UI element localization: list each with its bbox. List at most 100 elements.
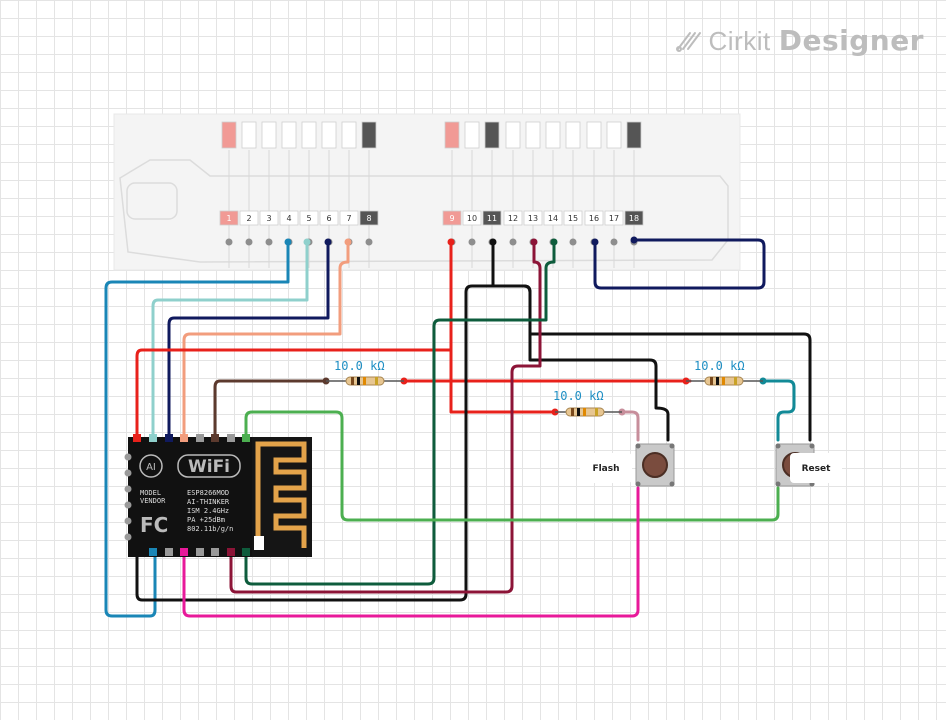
- header-pin-number: 11: [487, 214, 497, 223]
- module-line-5: 802.11b/g/n: [187, 525, 233, 533]
- module-pin-bottom[interactable]: [165, 548, 173, 556]
- header-pin-number: 12: [508, 214, 518, 223]
- module-pin-top[interactable]: [211, 434, 219, 442]
- resistor-r3[interactable]: 10.0 kΩ: [686, 359, 763, 386]
- header-pin-number: 7: [346, 214, 351, 223]
- module-line-3: ISM 2.4GHz: [187, 507, 229, 515]
- header-pin-number: 4: [286, 214, 291, 223]
- header-pin-number: 13: [528, 214, 538, 223]
- module-pin-side[interactable]: [124, 469, 132, 477]
- header-pin-17[interactable]: 17: [604, 121, 624, 268]
- module-line-4: PA +25dBm: [187, 516, 225, 524]
- wire-endpoint-dot: [550, 238, 558, 246]
- wire-endpoint-dot: [530, 238, 538, 246]
- wire-endpoint-dot: [630, 236, 638, 244]
- header-pin-3[interactable]: 3: [259, 121, 279, 268]
- wire-pink[interactable]: [182, 486, 640, 618]
- wire-pin13-maroon[interactable]: [229, 240, 542, 594]
- resistor-r2-label: 10.0 kΩ: [553, 389, 604, 403]
- brand-prefix: Cirkit: [708, 26, 771, 56]
- wire-red-branch2[interactable]: [449, 379, 557, 414]
- module-pin-side[interactable]: [124, 517, 132, 525]
- header-pin-18[interactable]: 18: [624, 121, 644, 268]
- module-pin-side[interactable]: [124, 453, 132, 461]
- module-pin-bottom[interactable]: [242, 548, 250, 556]
- wire-brown[interactable]: [213, 379, 328, 440]
- module-pin-side[interactable]: [124, 485, 132, 493]
- esp8266-module[interactable]: AI WiFi MODEL VENDOR FC ESP8266MOD AI-TH…: [124, 434, 313, 557]
- header-pin-1[interactable]: 1: [219, 121, 239, 268]
- header-pin-12[interactable]: 12: [503, 121, 523, 268]
- module-pin-bottom[interactable]: [211, 548, 219, 556]
- resistor-r2[interactable]: 10.0 kΩ: [553, 389, 622, 417]
- wire-pin11-black-b[interactable]: [491, 284, 670, 442]
- resistor-r1[interactable]: 10.0 kΩ: [326, 359, 404, 386]
- wire-endpoint-dot: [284, 238, 292, 246]
- wifi-logo-text: WiFi: [188, 457, 230, 477]
- header-pin-15[interactable]: 15: [563, 121, 583, 268]
- header-pin-number: 18: [629, 214, 639, 223]
- module-pin-bottom[interactable]: [227, 548, 235, 556]
- module-pin-side[interactable]: [124, 501, 132, 509]
- module-pin-bottom[interactable]: [149, 548, 157, 556]
- module-pin-bottom[interactable]: [196, 548, 204, 556]
- wire-pin11-black[interactable]: [135, 240, 495, 602]
- module-pins: [124, 434, 250, 556]
- resistor-r3-label: 10.0 kΩ: [694, 359, 745, 373]
- wire-cyan[interactable]: [761, 379, 796, 442]
- header-pin-number: 9: [449, 214, 454, 223]
- header-pin-number: 2: [246, 214, 251, 223]
- header-pin-number: 5: [306, 214, 311, 223]
- ai-logo-text: AI: [146, 462, 156, 473]
- fc-logo-text: FC: [140, 513, 168, 537]
- reset-button-label: Reset: [802, 464, 831, 474]
- header-pin-number: 16: [589, 214, 599, 223]
- ai-logo-icon: [139, 454, 163, 478]
- module-pin-top[interactable]: [133, 434, 141, 442]
- wire-endpoint-dot: [447, 238, 455, 246]
- header-pin-10[interactable]: 10: [462, 121, 482, 268]
- wire-mauve[interactable]: [620, 410, 640, 442]
- header-pin-number: 3: [266, 214, 271, 223]
- module-pin-bottom[interactable]: [180, 548, 188, 556]
- wire-pin6-navy[interactable]: [167, 240, 330, 440]
- module-vendor-label: VENDOR: [140, 497, 166, 505]
- module-pin-top[interactable]: [149, 434, 157, 442]
- module-line-2: AI-THINKER: [187, 498, 230, 506]
- module-pin-top[interactable]: [227, 434, 235, 442]
- brand-suffix: Designer: [778, 24, 924, 57]
- wire-black-reset[interactable]: [491, 284, 812, 442]
- header-pin-13[interactable]: 13: [523, 121, 543, 268]
- module-pin-top[interactable]: [196, 434, 204, 442]
- header-pin-8[interactable]: 8: [359, 121, 379, 268]
- wire-green[interactable]: [244, 410, 780, 522]
- module-pin-bottom[interactable]: [133, 548, 141, 556]
- wire-pin14-darkgreen[interactable]: [244, 240, 556, 586]
- resistor-r1-label: 10.0 kΩ: [334, 359, 385, 373]
- flash-button[interactable]: Flash: [580, 443, 675, 487]
- flash-button-label: Flash: [592, 464, 619, 474]
- wire-pin7-salmon[interactable]: [182, 240, 350, 440]
- wire-pin4-teal[interactable]: [104, 240, 290, 618]
- wire-pin16-18-navy[interactable]: [593, 238, 766, 290]
- header-pin-number: 10: [467, 214, 477, 223]
- cirkit-logo-icon: [675, 31, 701, 52]
- header-pin-number: 6: [326, 214, 331, 223]
- reset-button[interactable]: Reset: [775, 443, 843, 487]
- module-pin-top[interactable]: [165, 434, 173, 442]
- header-pin-16[interactable]: 16: [584, 121, 604, 268]
- header-pin-2[interactable]: 2: [239, 121, 259, 268]
- wire-pin5-lightteal[interactable]: [151, 240, 309, 440]
- module-pin-side[interactable]: [124, 533, 132, 541]
- wire-pin9-red[interactable]: [135, 240, 453, 440]
- module-pin-top[interactable]: [180, 434, 188, 442]
- module-pin-top[interactable]: [242, 434, 250, 442]
- header-pin-number: 14: [548, 214, 558, 223]
- header-pin-number: 15: [568, 214, 578, 223]
- header-pin-number: 17: [609, 214, 619, 223]
- wire-endpoint-dot: [591, 238, 599, 246]
